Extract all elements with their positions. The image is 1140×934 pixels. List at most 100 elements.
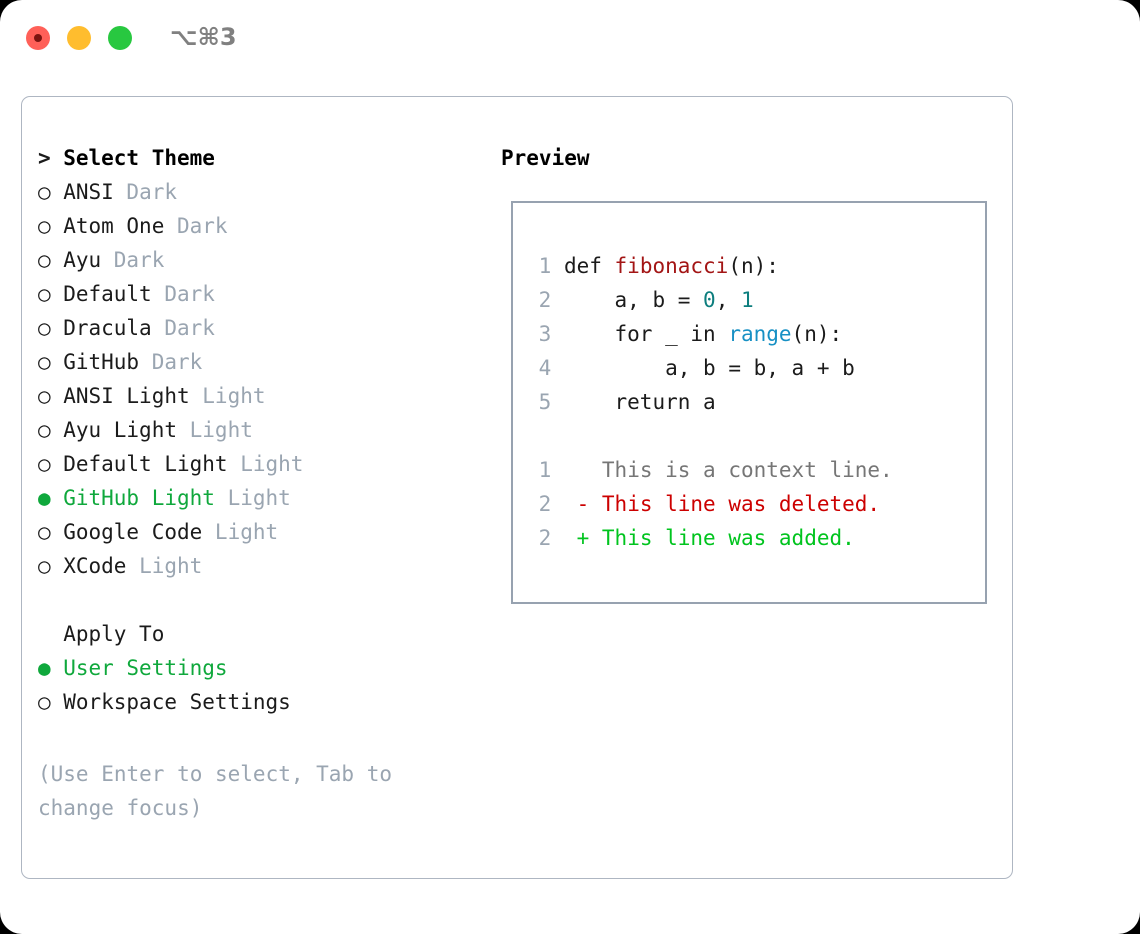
- code-token: for _ in: [563, 322, 729, 346]
- theme-option-ayu-dark[interactable]: ○ Ayu Dark: [38, 243, 488, 277]
- line-number: 2: [538, 288, 552, 312]
- diff-line-added: 2 + This line was added.: [524, 521, 979, 555]
- title-bar: ⌥⌘3: [0, 0, 1140, 78]
- theme-name: Default Light: [63, 452, 228, 476]
- theme-name: Default: [63, 282, 152, 306]
- theme-option-dracula-dark[interactable]: ○Dracula Dark: [38, 311, 488, 345]
- theme-option-ansi-dark[interactable]: ○ANSI Dark: [38, 175, 488, 209]
- code-token: (n):: [728, 254, 779, 278]
- theme-tag: Dark: [113, 248, 165, 272]
- theme-tag: Light: [214, 520, 279, 544]
- radio-unselected-icon[interactable]: ○: [38, 418, 51, 442]
- radio-unselected-icon[interactable]: ○: [38, 690, 51, 714]
- code-token: return a: [563, 390, 716, 414]
- radio-unselected-icon[interactable]: ○: [38, 316, 51, 340]
- theme-name: GitHub Light: [63, 486, 215, 510]
- theme-tag: Dark: [177, 214, 228, 238]
- traffic-lights: [26, 26, 132, 50]
- maximize-window-icon[interactable]: [108, 26, 132, 50]
- code-token-number: 0: [703, 288, 716, 312]
- theme-name: Ayu Light: [63, 418, 177, 442]
- line-number: 1: [538, 254, 552, 278]
- preview-title: Preview: [501, 146, 590, 170]
- theme-name: Google Code: [63, 520, 203, 544]
- diff-line-deleted: 2 - This line was deleted.: [524, 487, 979, 521]
- radio-unselected-icon[interactable]: ○: [38, 554, 51, 578]
- theme-selector-column: >Select Theme ○ANSI Dark ○Atom One Dark …: [38, 141, 488, 719]
- code-token-number: 1: [740, 288, 754, 312]
- apply-to-option-workspace-settings[interactable]: ○ Workspace Settings: [38, 685, 488, 719]
- diff-text: This line was deleted.: [601, 492, 881, 516]
- apply-to-header-indent: [38, 617, 63, 651]
- theme-option-default-dark[interactable]: ○ Default Dark: [38, 277, 488, 311]
- diff-sign: -: [576, 492, 590, 516]
- radio-unselected-icon[interactable]: ○: [38, 180, 51, 204]
- line-number: 5: [538, 390, 552, 414]
- apply-to-header-label: Apply To: [63, 622, 165, 646]
- diff-line-context: 1 This is a context line.: [524, 453, 979, 487]
- preview-box: 1 def fibonacci(n): 2 a, b = 0, 1 3 for …: [511, 201, 987, 604]
- theme-option-github-light[interactable]: ● GitHub Light Light: [38, 481, 488, 515]
- line-number: 2: [538, 526, 552, 550]
- apply-to-option-user-settings[interactable]: ● User Settings: [38, 651, 488, 685]
- theme-option-ayu-light[interactable]: ○ Ayu Light Light: [38, 413, 488, 447]
- theme-tag: Light: [189, 418, 253, 442]
- code-token: (n):: [791, 322, 843, 346]
- code-gap: [524, 419, 979, 453]
- select-theme-header: > Select Theme: [38, 141, 488, 175]
- radio-selected-icon[interactable]: ●: [38, 486, 51, 510]
- apply-to-option-label: Workspace Settings: [63, 690, 291, 714]
- close-window-icon[interactable]: [26, 26, 50, 50]
- radio-unselected-icon[interactable]: ○: [38, 282, 51, 306]
- theme-name: Dracula: [63, 316, 152, 340]
- theme-option-xcode-light[interactable]: ○ XCode Light: [38, 549, 488, 583]
- line-number: 4: [538, 356, 552, 380]
- theme-tag: Light: [240, 452, 304, 476]
- line-number: 3: [538, 322, 552, 346]
- theme-tag: Dark: [164, 282, 215, 306]
- apply-to-option-label: User Settings: [63, 656, 228, 680]
- theme-option-google-code-light[interactable]: ○ Google Code Light: [38, 515, 488, 549]
- code-line: 1 def fibonacci(n):: [524, 249, 979, 283]
- diff-text: This line was added.: [601, 526, 855, 550]
- theme-tag: Light: [139, 554, 203, 578]
- theme-option-ansi-light[interactable]: ○ ANSI Light Light: [38, 379, 488, 413]
- prompt-caret-icon: >: [38, 146, 51, 170]
- radio-unselected-icon[interactable]: ○: [38, 452, 51, 476]
- radio-unselected-icon[interactable]: ○: [38, 214, 51, 238]
- theme-tag: Light: [227, 486, 291, 510]
- minimize-window-icon[interactable]: [67, 26, 91, 50]
- radio-unselected-icon[interactable]: ○: [38, 350, 51, 374]
- theme-name: Ayu: [63, 248, 102, 272]
- theme-tag: Dark: [126, 180, 177, 204]
- select-theme-header-label: Select Theme: [63, 146, 215, 170]
- code-token: ,: [715, 288, 741, 312]
- line-number: 1: [538, 458, 552, 482]
- theme-option-github-dark[interactable]: ○GitHub Dark: [38, 345, 488, 379]
- theme-name: Atom One: [63, 214, 165, 238]
- theme-name: GitHub: [63, 350, 140, 374]
- theme-option-atom-one-dark[interactable]: ○ Atom One Dark: [38, 209, 488, 243]
- line-number: 2: [538, 492, 552, 516]
- code-token-builtin: range: [728, 322, 792, 346]
- code-line: 4 a, b = b, a + b: [524, 351, 979, 385]
- radio-unselected-icon[interactable]: ○: [38, 384, 51, 408]
- list-spacer: [38, 583, 488, 617]
- code-token: a, b = b, a + b: [563, 356, 855, 380]
- code-token: a, b =: [563, 288, 704, 312]
- theme-name: XCode: [63, 554, 127, 578]
- code-token: def: [563, 254, 615, 278]
- code-token-function: fibonacci: [614, 254, 729, 278]
- radio-selected-icon[interactable]: ●: [38, 656, 51, 680]
- keyboard-hint-text: (Use Enter to select, Tab to change focu…: [38, 762, 393, 820]
- code-sample: 1 def fibonacci(n): 2 a, b = 0, 1 3 for …: [524, 249, 979, 555]
- theme-name: ANSI Light: [63, 384, 190, 408]
- radio-unselected-icon[interactable]: ○: [38, 248, 51, 272]
- theme-option-default-light[interactable]: ○ Default Light Light: [38, 447, 488, 481]
- apply-to-header: Apply To: [38, 617, 488, 651]
- main-panel: >Select Theme ○ANSI Dark ○Atom One Dark …: [21, 96, 1013, 879]
- keyboard-shortcut-label: ⌥⌘3: [170, 23, 237, 51]
- radio-unselected-icon[interactable]: ○: [38, 520, 51, 544]
- theme-tag: Light: [202, 384, 266, 408]
